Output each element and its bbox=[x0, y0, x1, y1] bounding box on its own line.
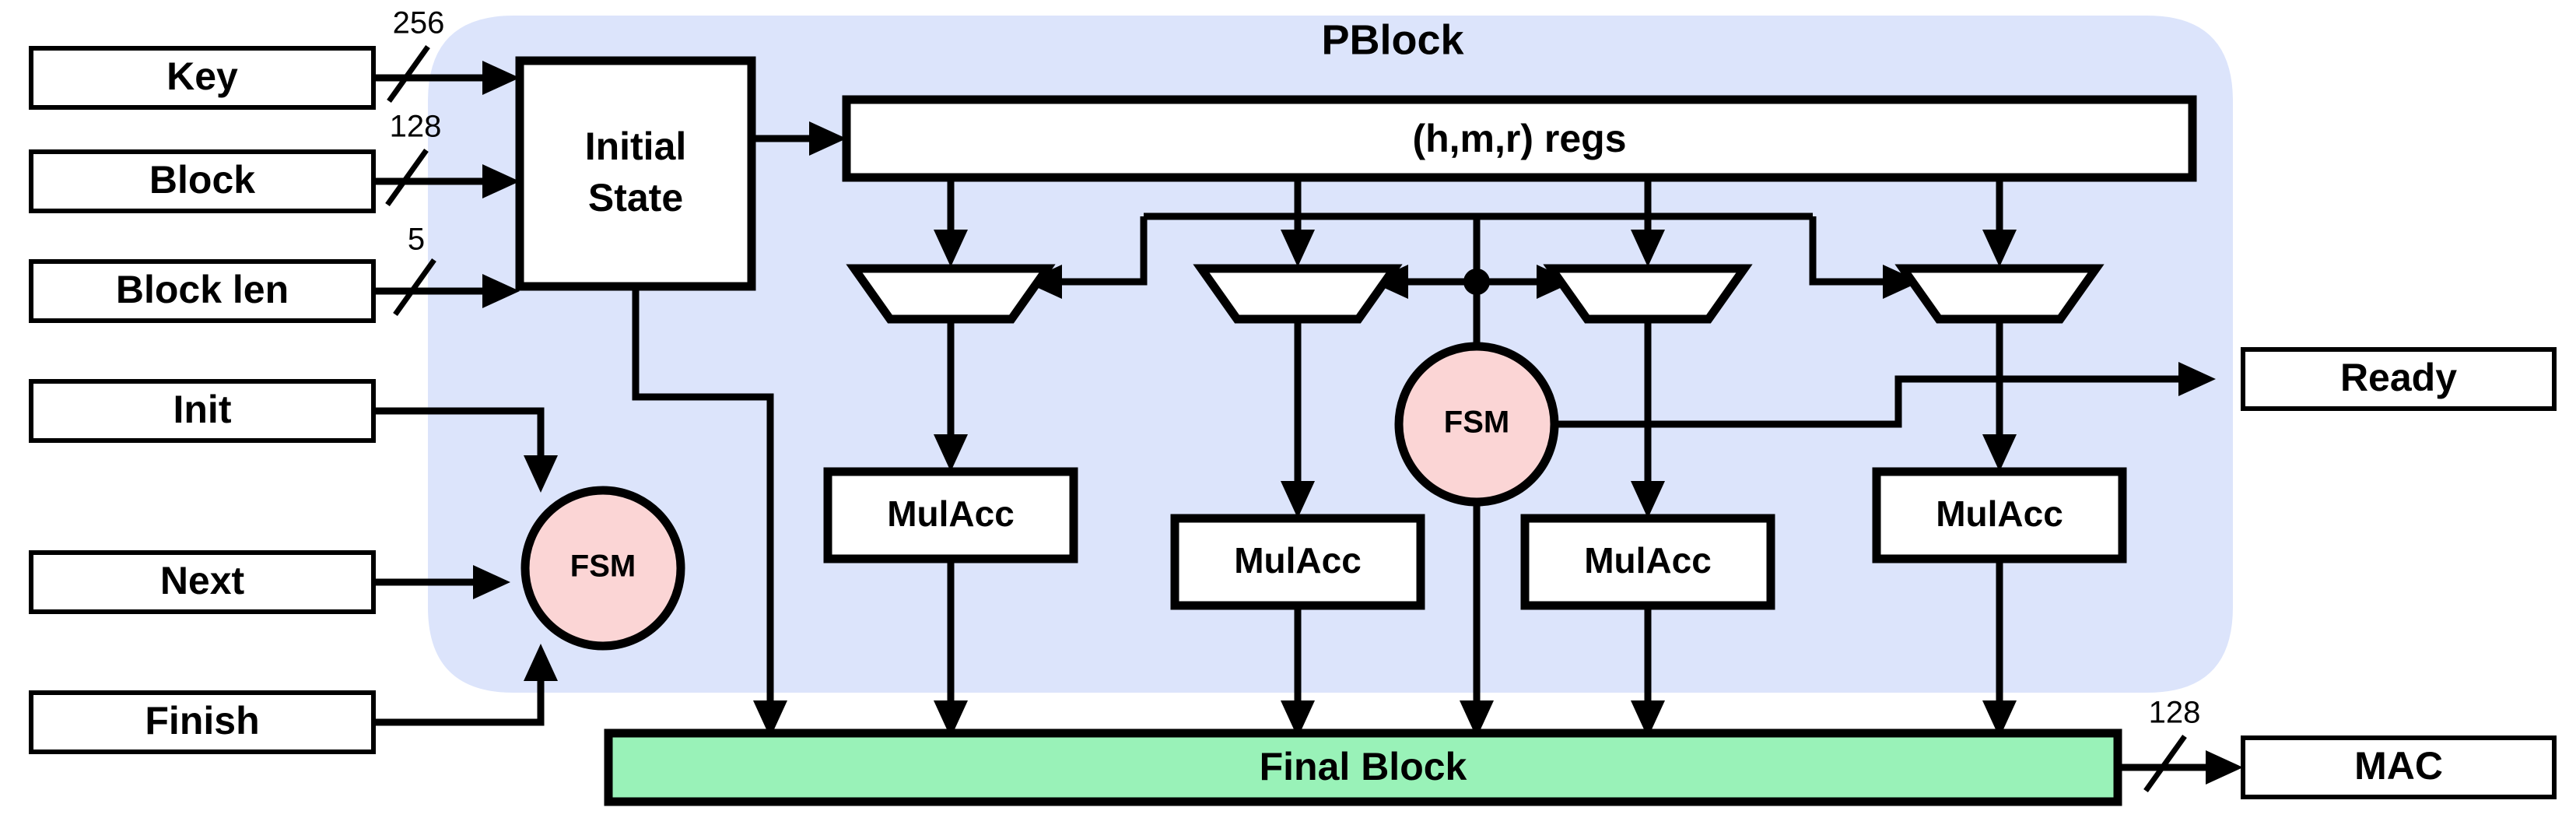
arrow-finalblock-to-mac bbox=[2206, 750, 2243, 785]
mux-1 bbox=[846, 264, 1056, 324]
wire-finish bbox=[373, 681, 545, 726]
arrow-regs-to-mux4 bbox=[1982, 230, 2017, 267]
output-box-ready bbox=[2241, 347, 2557, 411]
wire-crossfeed-to-mux1 bbox=[1062, 216, 1148, 286]
arrow-fsmcenter-to-ready bbox=[2178, 362, 2216, 396]
arrow-next-to-fsm-left bbox=[473, 565, 510, 599]
arrow-init-to-fsm-left bbox=[524, 455, 558, 493]
arrow-mulacc2-to-finalblock bbox=[1281, 700, 1315, 738]
fsm-center-label: FSM bbox=[1444, 405, 1509, 440]
bus-width-mac: 128 bbox=[2149, 696, 2201, 730]
arrow-blocklen-to-initialstate bbox=[482, 274, 520, 308]
arrow-mux4-to-mulacc4 bbox=[1982, 434, 2017, 472]
bus-width-block: 128 bbox=[390, 110, 442, 144]
block-initial-state bbox=[515, 56, 756, 291]
arrow-block-to-initialstate bbox=[482, 164, 520, 198]
block-label-mulacc-2: MulAcc bbox=[1234, 540, 1362, 581]
wire-fsmcenter-to-ready bbox=[1554, 375, 2178, 428]
arrow-mulacc1-to-finalblock bbox=[934, 700, 968, 738]
input-box-block-len bbox=[29, 259, 376, 323]
arrow-fsmbus-into-mux3 bbox=[1537, 265, 1574, 299]
block-label-initial-state-line2: State bbox=[588, 176, 683, 219]
block-label-initial-state-line1: Initial bbox=[585, 125, 687, 168]
block-label-mulacc-4: MulAcc bbox=[1936, 493, 2063, 534]
input-label-block-len: Block len bbox=[116, 268, 289, 311]
arrow-crossfeed-into-mux4 bbox=[1883, 265, 1920, 299]
bus-width-key: 256 bbox=[393, 6, 445, 40]
arrow-finish-to-fsm-left bbox=[524, 644, 558, 681]
mux-3 bbox=[1543, 264, 1753, 324]
output-label-mac: MAC bbox=[2354, 744, 2443, 788]
arrow-initialstate-to-regs bbox=[809, 121, 846, 156]
output-box-mac bbox=[2241, 735, 2557, 799]
arrow-initialstate-to-finalblock bbox=[753, 700, 787, 738]
pblock-title: PBlock bbox=[1321, 16, 1464, 63]
input-label-block: Block bbox=[149, 158, 255, 202]
input-label-init: Init bbox=[173, 388, 232, 431]
block-mulacc-1 bbox=[823, 467, 1078, 563]
block-label-mulacc-3: MulAcc bbox=[1584, 540, 1712, 581]
arrow-regs-to-mux1 bbox=[934, 230, 968, 267]
arrow-fsmcenter-to-finalblock bbox=[1460, 700, 1494, 738]
wire-crossfeed-to-mux4 bbox=[1809, 216, 1883, 286]
bus-slash-block bbox=[385, 148, 429, 207]
block-label-mulacc-1: MulAcc bbox=[887, 493, 1015, 534]
bus-junction-dot bbox=[1463, 269, 1490, 295]
wire-init bbox=[373, 407, 545, 455]
wire-initialstate-to-finalblock bbox=[632, 286, 774, 700]
bus-width-block-len: 5 bbox=[408, 223, 425, 257]
block-label-final-block: Final Block bbox=[1260, 745, 1467, 788]
input-label-finish: Finish bbox=[145, 699, 259, 742]
block-hmr-regs bbox=[842, 95, 2197, 182]
fsm-left bbox=[520, 486, 685, 651]
block-final-block bbox=[604, 728, 2122, 806]
block-label-hmr-regs: (h,m,r) regs bbox=[1412, 117, 1626, 160]
arrow-mulacc3-to-finalblock bbox=[1631, 700, 1665, 738]
arrow-mux1-to-mulacc1 bbox=[934, 434, 968, 472]
arrow-mux2-to-mulacc2 bbox=[1281, 481, 1315, 518]
input-label-next: Next bbox=[160, 559, 245, 602]
fsm-left-label: FSM bbox=[570, 549, 636, 584]
bus-slash-key bbox=[387, 44, 430, 104]
output-label-ready: Ready bbox=[2340, 356, 2457, 399]
input-box-block bbox=[29, 149, 376, 213]
arrow-crossfeed-into-mux1 bbox=[1025, 265, 1062, 299]
bus-slash-block-len bbox=[393, 258, 436, 317]
arrow-mulacc4-to-finalblock bbox=[1982, 700, 2017, 738]
arrow-key-to-initialstate bbox=[482, 61, 520, 95]
input-label-key: Key bbox=[166, 54, 238, 98]
input-box-next bbox=[29, 550, 376, 614]
mux-2 bbox=[1193, 264, 1403, 324]
bus-slash-mac bbox=[2143, 734, 2187, 793]
arrow-mux3-to-mulacc3 bbox=[1631, 481, 1665, 518]
mux-4 bbox=[1894, 264, 2105, 324]
arrow-regs-to-mux2 bbox=[1281, 230, 1315, 267]
arrow-regs-to-mux3 bbox=[1631, 230, 1665, 267]
